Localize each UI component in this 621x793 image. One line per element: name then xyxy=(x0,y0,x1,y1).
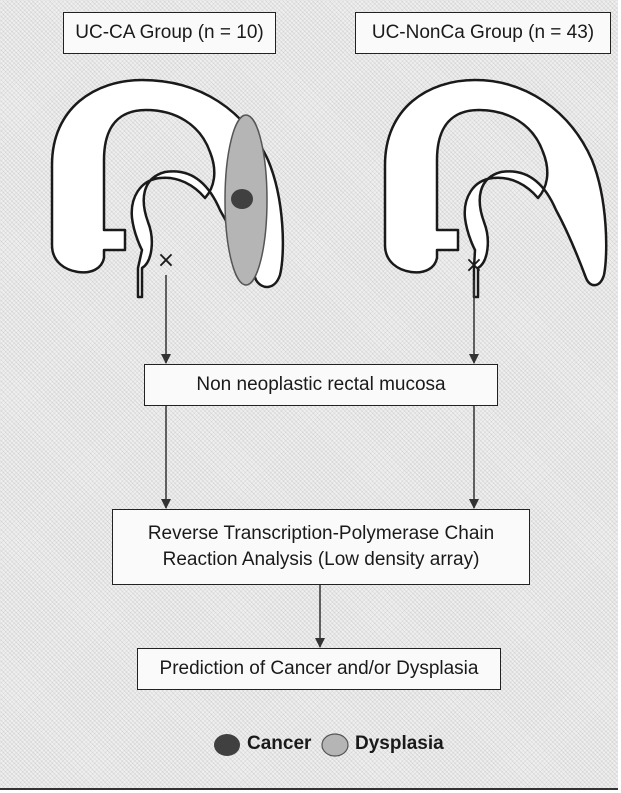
biopsy-mark-left: × xyxy=(157,248,175,273)
prediction-text: Prediction of Cancer and/or Dysplasia xyxy=(160,656,479,682)
legend-cancer-label: Cancer xyxy=(247,733,311,755)
rtpcr-text: Reverse Transcription-Polymerase Chain R… xyxy=(148,521,494,572)
mucosa-text: Non neoplastic rectal mucosa xyxy=(196,372,445,398)
legend-cancer-swatch xyxy=(214,734,240,756)
ca-group-label-text: UC-CA Group (n = 10) xyxy=(75,20,264,46)
mucosa-box: Non neoplastic rectal mucosa xyxy=(144,364,498,406)
cancer-spot xyxy=(231,189,253,209)
biopsy-mark-right: × xyxy=(465,253,483,278)
ca-group-label: UC-CA Group (n = 10) xyxy=(63,12,276,54)
legend-dysplasia-swatch xyxy=(322,734,348,756)
nonca-group-label: UC-NonCa Group (n = 43) xyxy=(355,12,611,54)
prediction-box: Prediction of Cancer and/or Dysplasia xyxy=(137,648,501,690)
legend-dysplasia-label: Dysplasia xyxy=(355,733,444,755)
rtpcr-box: Reverse Transcription-Polymerase Chain R… xyxy=(112,509,530,585)
nonca-group-label-text: UC-NonCa Group (n = 43) xyxy=(372,20,594,46)
colon-right xyxy=(385,80,606,297)
